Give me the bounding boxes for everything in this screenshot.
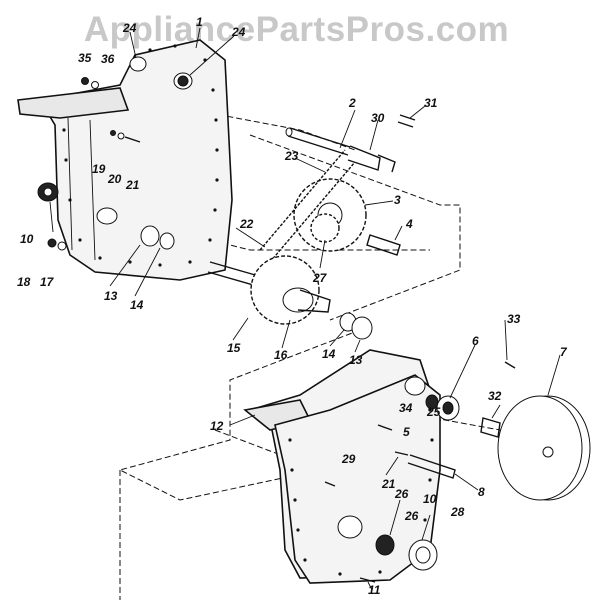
callout-18: 18 [17, 275, 31, 289]
callout-21-upper: 21 [125, 178, 140, 192]
callout-10-upper: 10 [20, 232, 34, 246]
callout-30: 30 [371, 111, 385, 125]
left-small-parts [37, 77, 175, 251]
callout-15: 15 [227, 341, 241, 355]
callout-25: 25 [426, 405, 441, 419]
callout-8: 8 [478, 485, 485, 499]
callout-20: 20 [107, 172, 122, 186]
callout-22: 22 [239, 217, 254, 231]
callout-14-lower: 14 [322, 347, 336, 361]
callout-33: 33 [507, 312, 521, 326]
callout-3: 3 [394, 193, 401, 207]
lower-chain-case-housing [243, 349, 441, 584]
callout-21-lower: 21 [381, 477, 396, 491]
callout-2: 2 [348, 96, 356, 110]
upper-chain-case-housing [17, 39, 233, 281]
callout-24-a: 24 [122, 21, 137, 35]
callout-26-a: 26 [394, 487, 409, 501]
lower-shaft-sprocket [207, 255, 373, 340]
callout-26-b: 26 [404, 509, 419, 523]
upper-shaft-sprocket [285, 114, 416, 256]
callout-17: 17 [40, 275, 55, 289]
leader-lines [49, 27, 561, 591]
callout-labels: 1 2 3 4 5 6 7 8 10 10 11 12 13 13 14 14 … [17, 15, 568, 597]
callout-23: 23 [284, 149, 299, 163]
callout-34: 34 [399, 401, 413, 415]
callout-32: 32 [488, 389, 502, 403]
callout-28: 28 [450, 505, 465, 519]
callout-36: 36 [101, 52, 115, 66]
callout-16: 16 [274, 348, 288, 362]
callout-24-b: 24 [231, 25, 246, 39]
pulley-and-hardware [324, 361, 591, 583]
callout-5: 5 [403, 425, 410, 439]
callout-29: 29 [341, 452, 356, 466]
callout-12: 12 [210, 419, 224, 433]
callout-6: 6 [472, 334, 479, 348]
callout-13-lower: 13 [349, 353, 363, 367]
callout-19: 19 [92, 162, 106, 176]
callout-4: 4 [405, 217, 413, 231]
callout-11: 11 [368, 583, 381, 597]
callout-7: 7 [560, 345, 568, 359]
callout-31: 31 [424, 96, 438, 110]
callout-35: 35 [78, 51, 92, 65]
callout-27: 27 [312, 271, 328, 285]
callout-1: 1 [196, 15, 203, 29]
callout-13-upper: 13 [104, 289, 118, 303]
callout-10-lower: 10 [423, 492, 437, 506]
drive-chain [259, 149, 356, 263]
watermark-text: AppliancePartsPros.com [83, 10, 510, 49]
callout-14-upper: 14 [130, 298, 144, 312]
